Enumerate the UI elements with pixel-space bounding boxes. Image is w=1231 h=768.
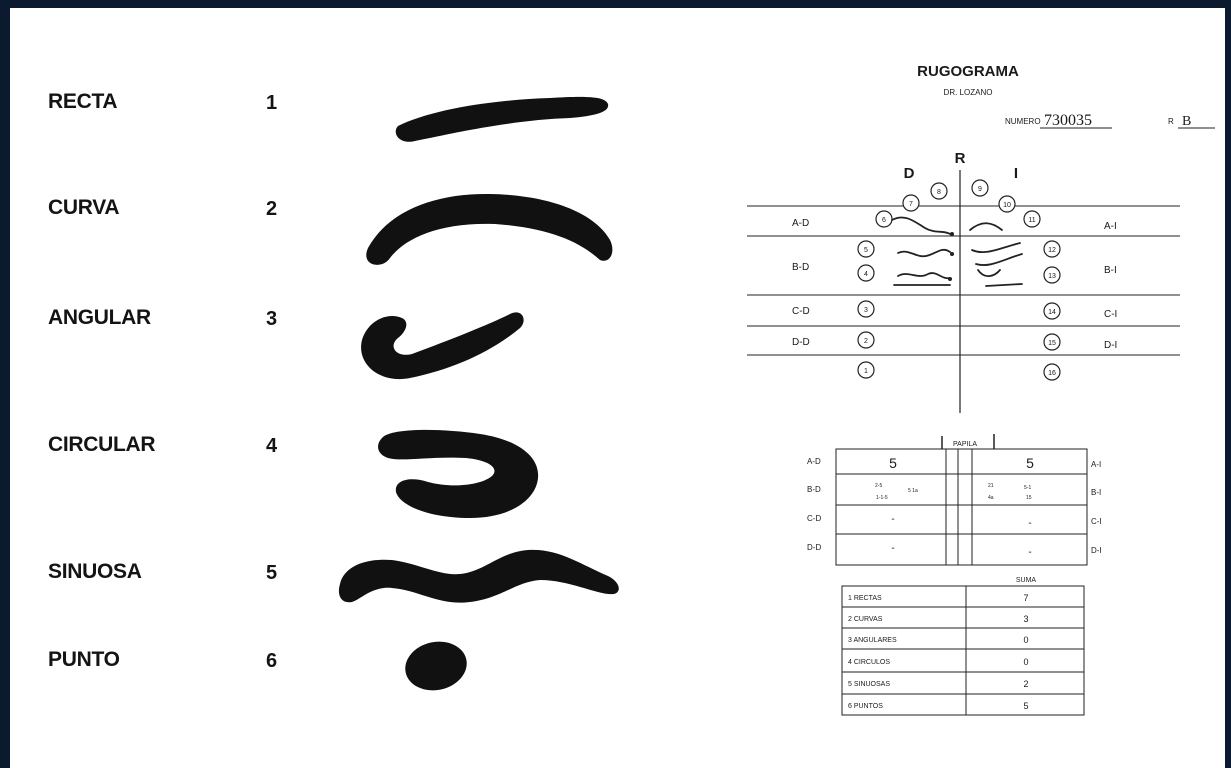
side-label-i: I [1014,165,1018,182]
grid-row-label-b-i: B-I [1091,488,1101,497]
summary-label-rectas: 1 RECTAS [848,595,882,602]
ruga-circles [858,180,1060,380]
zone-label-b-d: B-D [792,262,809,273]
grid-value-c-i: - [1028,518,1031,529]
ruga-number-1: 1 [864,368,868,375]
zone-label-c-i: C-I [1104,309,1117,320]
ruga-number-9: 9 [978,186,982,193]
summary-value-angulares: 0 [1023,635,1028,645]
ruga-number-16: 16 [1048,370,1056,377]
grid-b-i-note-b: 5-1 [1024,485,1031,491]
ruga-number-3: 3 [864,307,868,314]
numero-label: NUMERO [1005,117,1041,126]
ruga-number-14: 14 [1048,309,1056,316]
ruga-number-7: 7 [909,201,913,208]
grid-row-label-c-i: C-I [1091,517,1102,526]
zone-label-c-d: C-D [792,306,810,317]
papila-label: PAPILA [953,441,977,448]
ruga-number-6: 6 [882,217,886,224]
side-label-r: R [955,150,966,167]
suffix-label: R [1168,117,1174,126]
grid-row-label-c-d: C-D [807,514,821,523]
grid-b-i-note-d: 15 [1026,495,1032,501]
rugograma-form: RUGOGRAMA DR. LOZANO NUMERO 730035 R B D… [10,8,1225,768]
grid-row-label-d-i: D-I [1091,546,1102,555]
grid-b-i-note-a: 21 [988,483,994,489]
ruga-number-8: 8 [937,189,941,196]
summary-value-sinuosas: 2 [1023,679,1028,689]
grid-value-c-d: - [891,514,894,525]
summary-label-angulares: 3 ANGULARES [848,637,897,644]
ruga-number-11: 11 [1028,217,1035,224]
summary-value-puntos: 5 [1023,701,1028,711]
summary-value-circulos: 0 [1023,657,1028,667]
grid-b-d-note-b: 5 1a [908,488,918,494]
zone-label-d-d: D-D [792,337,810,348]
zone-label-a-i: A-I [1104,221,1117,232]
summary-label-curvas: 2 CURVAS [848,616,883,623]
grid-value-d-i: - [1028,547,1031,558]
grid-row-label-d-d: D-D [807,543,821,552]
summary-value-curvas: 3 [1023,614,1028,624]
grid-b-d-note-c: 1-1-5 [876,495,888,501]
grid-b-d-note-a: 2-5 [875,483,882,489]
grid-row-label-b-d: B-D [807,485,821,494]
summary-rows: 1 RECTAS 7 2 CURVAS 3 3 ANGULARES 0 4 CI… [848,593,1029,711]
zone-label-d-i: D-I [1104,340,1117,351]
form-title: RUGOGRAMA [917,63,1019,80]
zone-label-a-d: A-D [792,218,809,229]
ruga-number-2: 2 [864,338,868,345]
ruga-number-15: 15 [1048,340,1056,347]
ruga-number-4: 4 [864,271,868,278]
ruga-number-5: 5 [864,247,868,254]
grid-b-i-note-c: 4a [988,495,994,501]
ruga-number-13: 13 [1048,273,1056,280]
zone-label-b-i: B-I [1104,265,1117,276]
summary-value-rectas: 7 [1023,593,1028,603]
grid-value-d-d: - [891,543,894,554]
grid-row-label-a-i: A-I [1091,460,1101,469]
summary-label-sinuosas: 5 SINUOSAS [848,681,890,688]
grid-value-a-d: 5 [889,455,897,471]
grid-value-a-i: 5 [1026,455,1034,471]
grid-row-label-a-d: A-D [807,457,821,466]
reference-sheet: RECTA 1 CURVA 2 ANGULAR 3 CIRCULAR 4 SIN… [10,8,1225,768]
summary-label-puntos: 6 PUNTOS [848,703,883,710]
summary-header: SUMA [1016,577,1037,584]
ruga-number-12: 12 [1048,247,1056,254]
ruga-number-10: 10 [1003,202,1011,209]
suffix-value: B [1182,114,1191,129]
summary-label-circulos: 4 CIRCULOS [848,659,890,666]
numero-value: 730035 [1044,112,1092,129]
form-author: DR. LOZANO [944,88,993,97]
summary-table [842,586,1084,715]
quadrant-grid [836,449,1087,565]
ruga-sketches [892,217,1022,286]
ruga-sketch-dots [948,232,954,281]
side-label-d: D [904,165,915,182]
